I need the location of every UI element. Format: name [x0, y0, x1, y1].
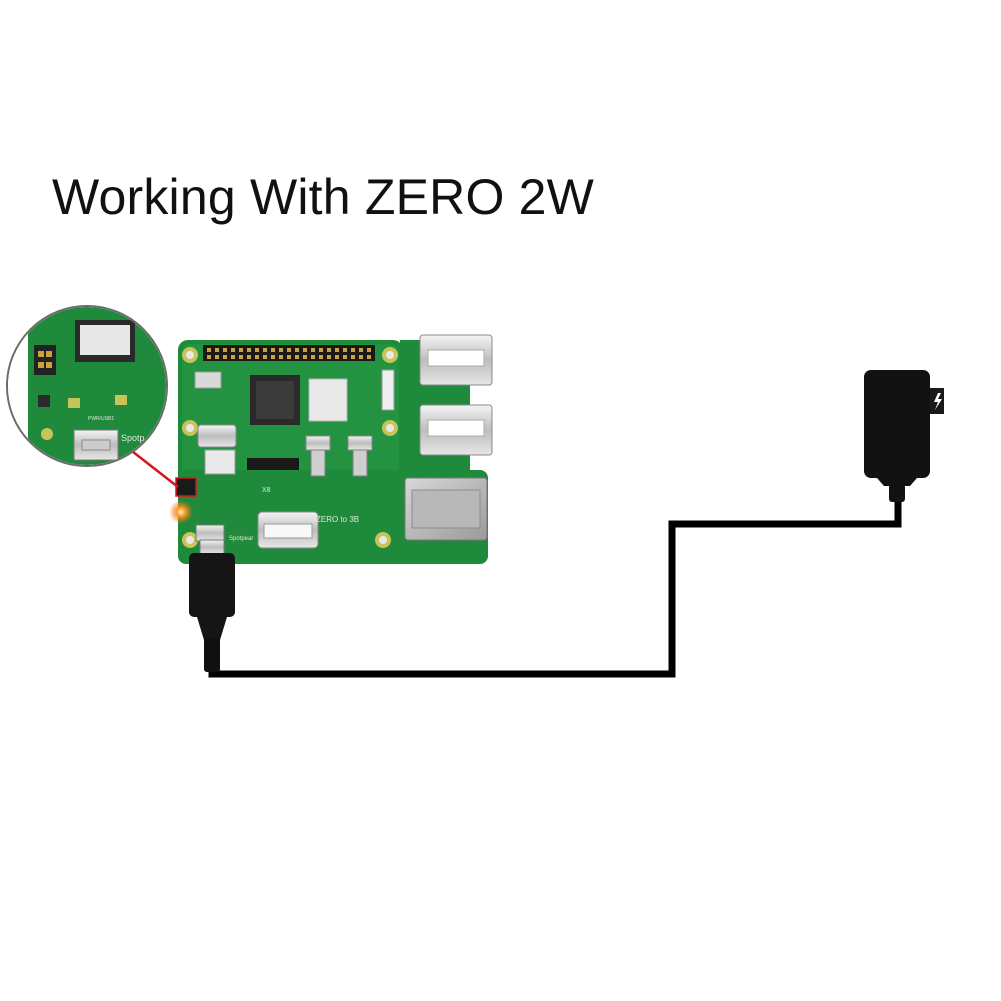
callout-line: [127, 447, 179, 488]
board-label-brand: Spotpear: [229, 536, 253, 542]
micro-usb-plug: [189, 539, 235, 672]
inset-label-port: PWR/USB1: [88, 416, 114, 422]
power-cable: [208, 498, 902, 678]
wall-charger: [864, 370, 944, 502]
inset-label-brand: Spotp: [121, 433, 145, 443]
lightning-bolt-icon: [934, 393, 942, 410]
inset-zoom: PWR/USB1 Spotp: [6, 305, 168, 467]
gpio-pins: [207, 348, 371, 359]
adapter-board: ZERO to 3B X8 Spotpear: [169, 334, 493, 564]
board-label-small: X8: [262, 487, 271, 494]
page-title: Working With ZERO 2W: [52, 169, 595, 225]
board-label-main: ZERO to 3B: [316, 515, 359, 524]
